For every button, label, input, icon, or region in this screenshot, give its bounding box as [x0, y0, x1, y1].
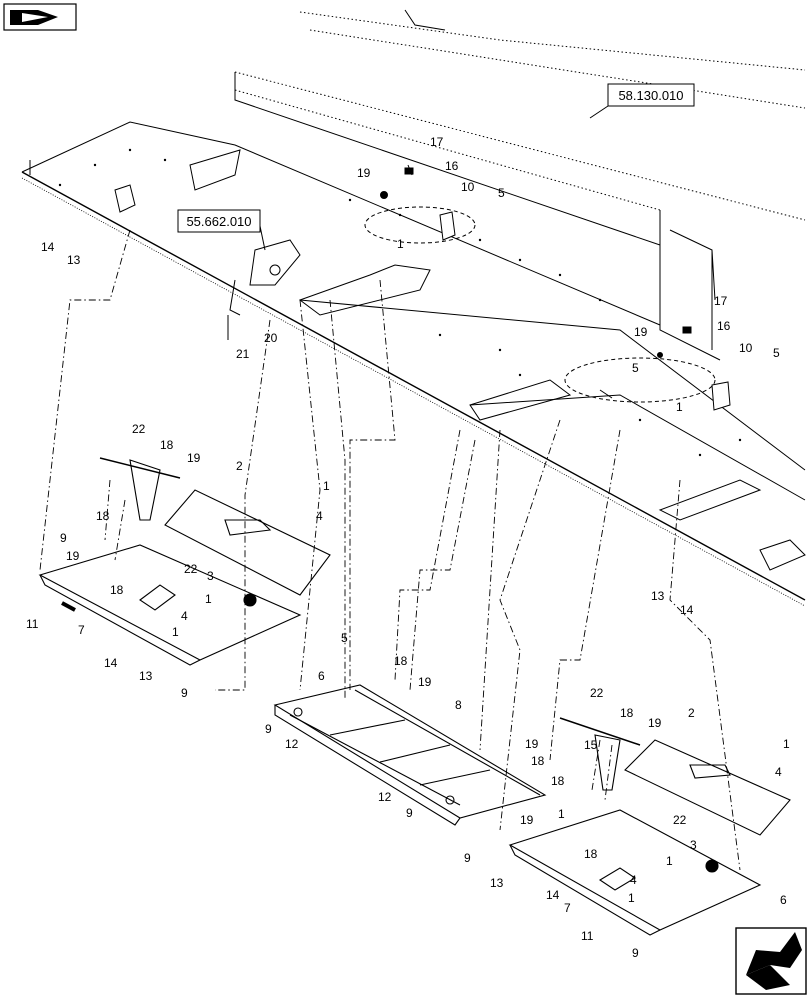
callout-number: 9: [464, 851, 471, 865]
callout-number: 5: [773, 346, 780, 360]
callout-number: 1: [323, 479, 330, 493]
callout-number: 4: [630, 873, 637, 887]
latch-assembly-lower: [564, 326, 731, 411]
callout-number: 19: [187, 451, 201, 465]
callout-number: 19: [634, 325, 648, 339]
callout-number: 7: [78, 623, 85, 637]
callout-number: 2: [688, 706, 695, 720]
callout-number: 1: [666, 854, 673, 868]
skid-shoe-right: [508, 717, 791, 936]
callout-number: 12: [378, 790, 392, 804]
callout-number: 19: [648, 716, 662, 730]
callout-number: 8: [455, 698, 462, 712]
assembly-flow-lines: [39, 229, 741, 871]
callout-number: 13: [139, 669, 153, 683]
callout-number: 17: [430, 135, 444, 149]
callout-number: 19: [525, 737, 539, 751]
callout-number: 18: [110, 583, 124, 597]
callout-number: 18: [160, 438, 174, 452]
skid-shoe-left: [38, 457, 331, 666]
callout-number: 12: [285, 737, 299, 751]
callout-number: 1: [397, 237, 404, 251]
callout-number: 13: [651, 589, 665, 603]
callout-number: 11: [581, 929, 594, 943]
callout-number: 14: [41, 240, 55, 254]
callout-number: 15: [584, 738, 598, 752]
callout-number: 9: [632, 946, 639, 960]
callout-number: 4: [316, 509, 323, 523]
reference-label: 58.130.010: [618, 88, 683, 103]
callout-number: 10: [461, 180, 475, 194]
callout-number: 5: [498, 186, 505, 200]
callout-number: 10: [739, 341, 753, 355]
callout-number: 14: [546, 888, 560, 902]
callout-number: 16: [445, 159, 459, 173]
callout-number: 7: [564, 901, 571, 915]
callout-number: 9: [406, 806, 413, 820]
callout-number: 5: [341, 631, 348, 645]
callout-number: 19: [418, 675, 432, 689]
callout-number: 1: [172, 625, 179, 639]
callout-number: 13: [490, 876, 504, 890]
callout-number: 22: [673, 813, 687, 827]
callout-number: 9: [60, 531, 67, 545]
callout-number: 21: [236, 347, 250, 361]
callout-number: 9: [181, 686, 188, 700]
callout-number: 18: [96, 509, 110, 523]
callout-number: 19: [520, 813, 534, 827]
callout-number: 13: [67, 253, 81, 267]
callout-number: 1: [558, 807, 565, 821]
callout-number: 19: [357, 166, 371, 180]
callout-number: 5: [632, 361, 639, 375]
reference-box-55-662-010[interactable]: 55.662.010: [177, 209, 266, 251]
adjuster-frame-centre: [273, 684, 547, 826]
reference-box-58-130-010[interactable]: 58.130.010: [589, 83, 695, 119]
callout-number: 16: [717, 319, 731, 333]
callout-number: 3: [690, 838, 697, 852]
book-arrow-icon[interactable]: [3, 3, 77, 31]
header-frame: [21, 9, 806, 607]
callout-number: 18: [620, 706, 634, 720]
latch-assembly-upper: [364, 164, 476, 244]
callout-number: 18: [394, 654, 408, 668]
callout-number: 22: [590, 686, 604, 700]
callout-number: 6: [780, 893, 787, 907]
callout-number: 11: [26, 617, 39, 631]
callout-number: 3: [207, 569, 214, 583]
callout-number: 2: [236, 459, 243, 473]
callout-number: 1: [205, 592, 212, 606]
bracket-assembly-55662: [227, 239, 301, 340]
callout-number: 14: [104, 656, 118, 670]
callout-number: 4: [181, 609, 188, 623]
callout-number: 14: [680, 603, 694, 617]
callout-number: 1: [676, 400, 683, 414]
callout-number: 18: [584, 847, 598, 861]
callout-number: 17: [714, 294, 728, 308]
callout-number: 20: [264, 331, 278, 345]
callout-number: 18: [551, 774, 565, 788]
back-arrow-icon[interactable]: [735, 927, 807, 995]
callout-number: 1: [783, 737, 790, 751]
callout-number: 9: [265, 722, 272, 736]
callout-number: 6: [318, 669, 325, 683]
reference-label: 55.662.010: [186, 214, 251, 229]
callout-number: 1: [628, 891, 635, 905]
callout-number: 22: [132, 422, 146, 436]
callout-number: 18: [531, 754, 545, 768]
callout-number: 19: [66, 549, 80, 563]
callout-number: 4: [775, 765, 782, 779]
callout-number: 22: [184, 562, 198, 576]
